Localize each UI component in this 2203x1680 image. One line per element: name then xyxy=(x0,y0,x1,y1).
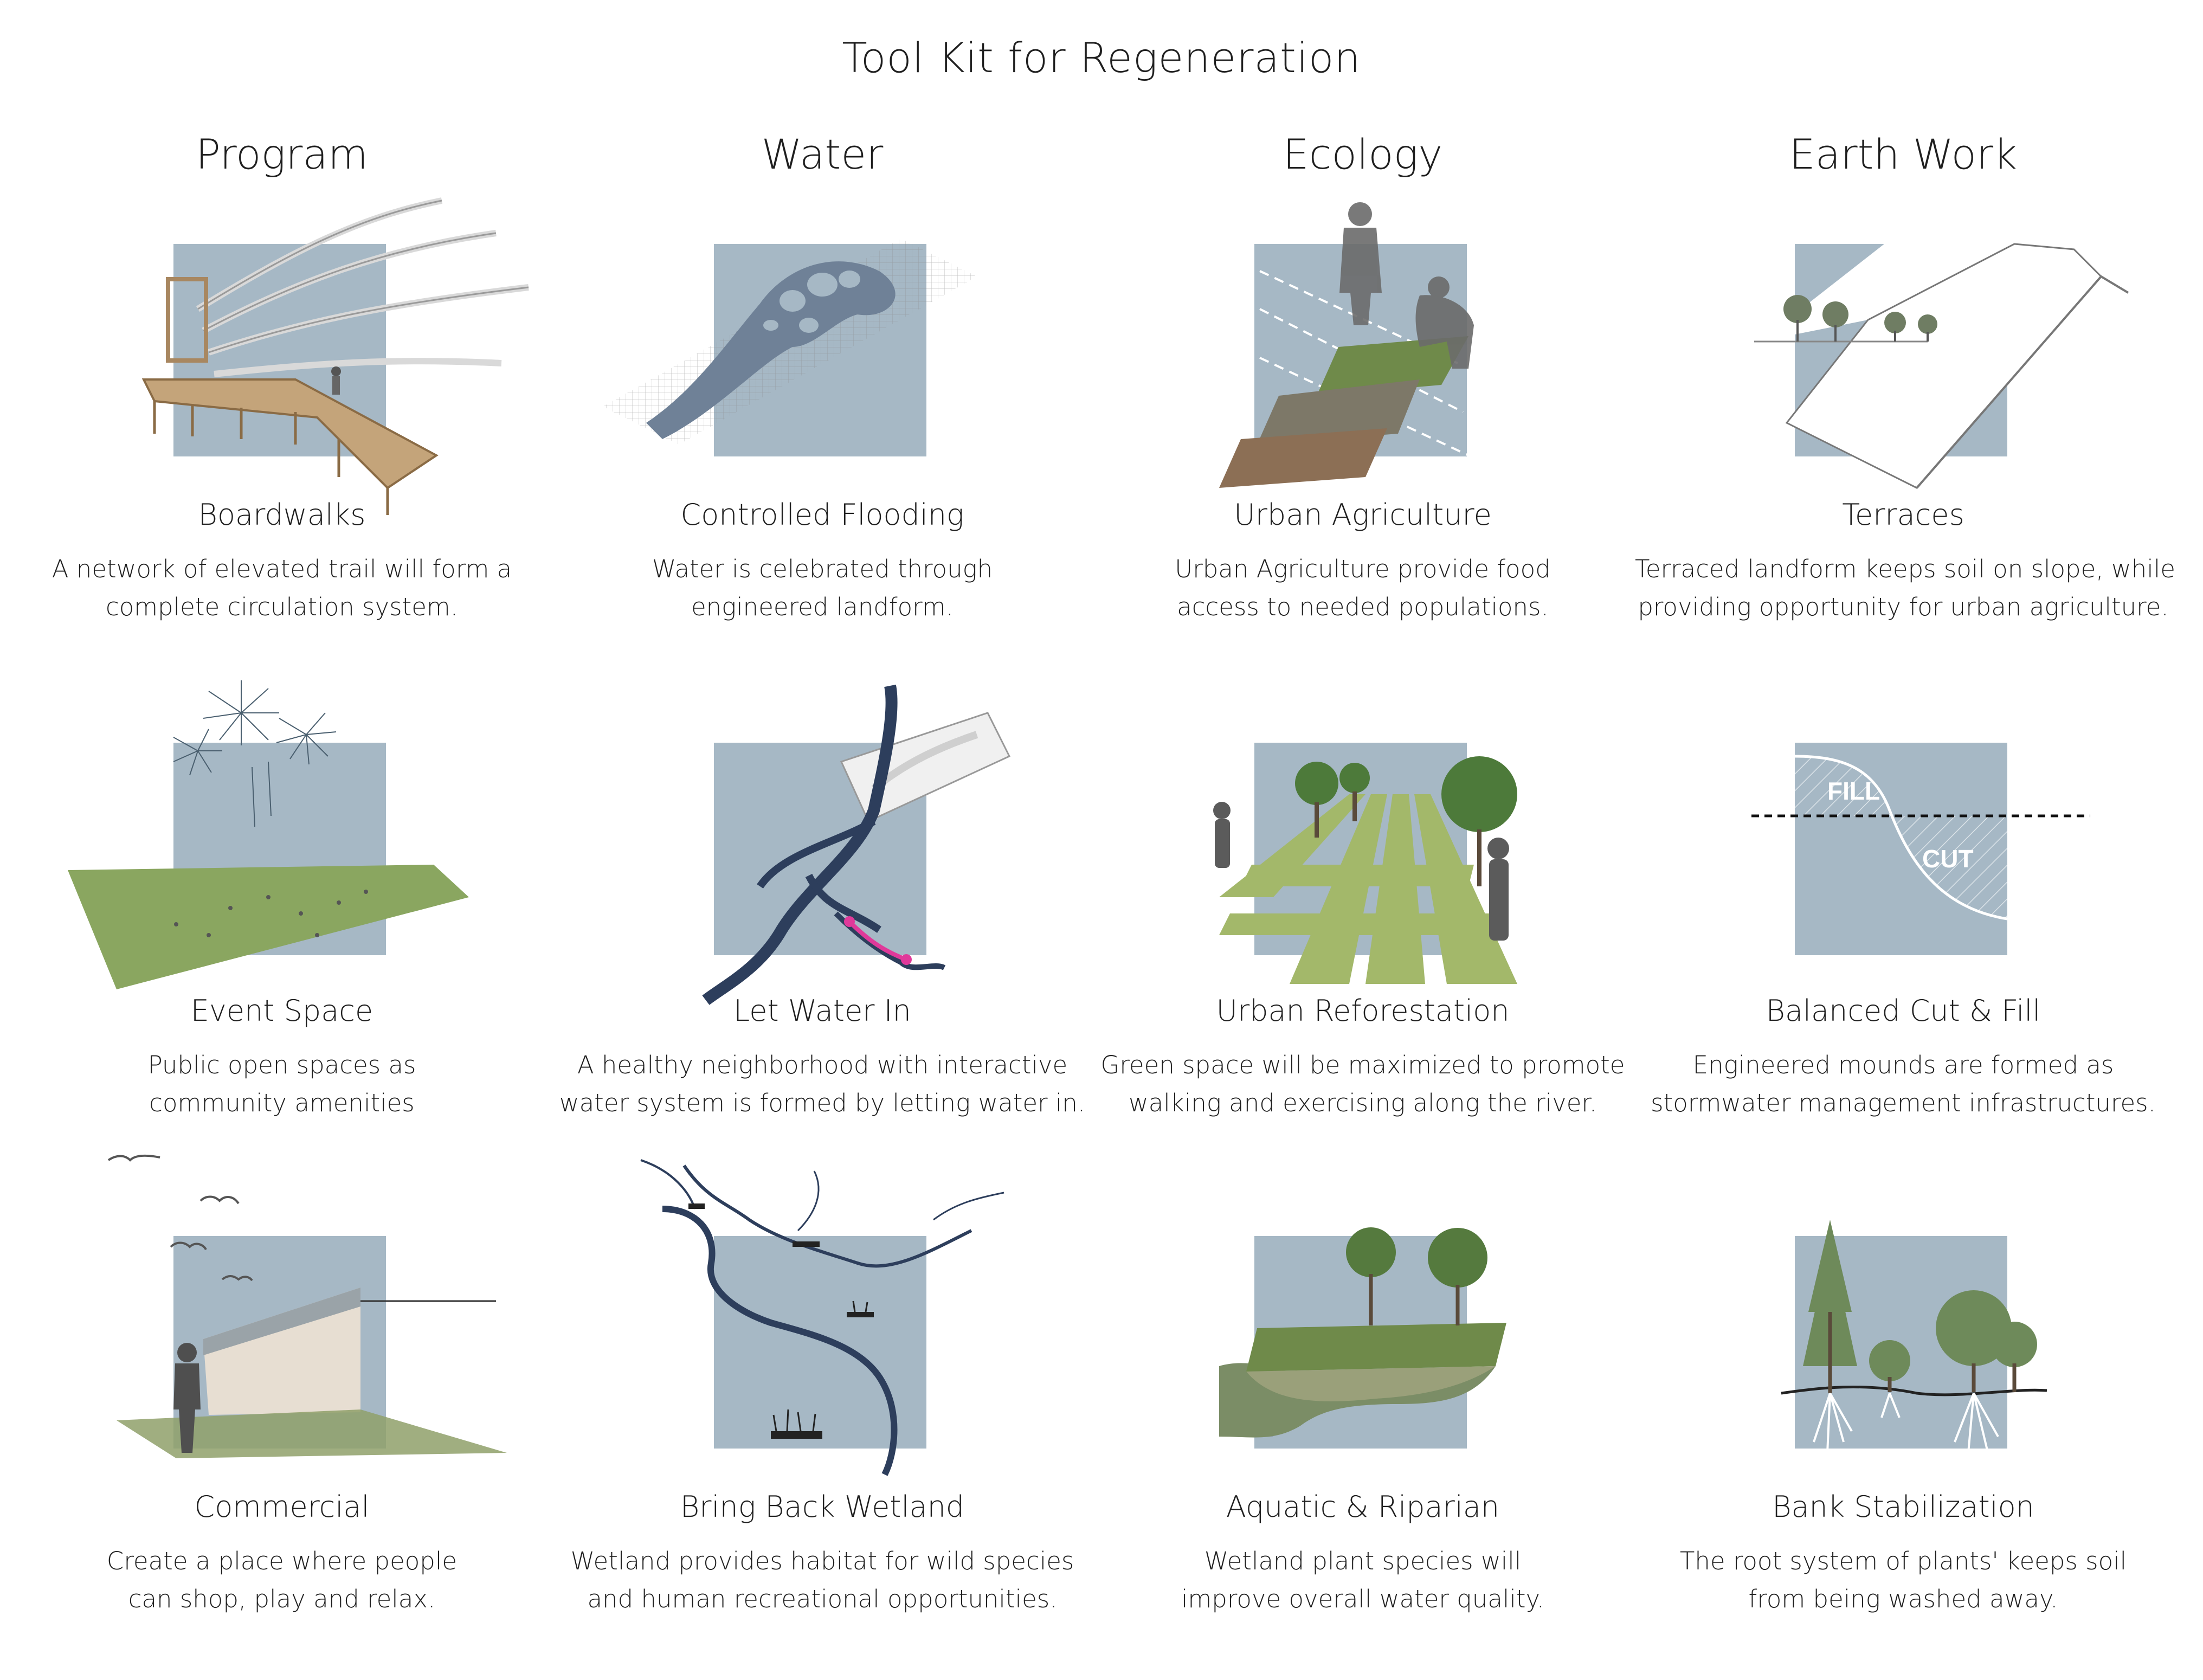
item-description: The root system of plants' keeps soil fr… xyxy=(1635,1542,2172,1618)
description-line: Water is celebrated through xyxy=(652,555,993,583)
farming-layers-icon xyxy=(1094,184,1631,520)
description-line: A healthy neighborhood with interactive xyxy=(577,1051,1068,1079)
description-line: Wetland provides habitat for wild specie… xyxy=(570,1547,1074,1575)
toolkit-item-commercial: Commercial Create a place where people c… xyxy=(14,1149,550,1637)
item-title: Terraces xyxy=(1842,498,1964,532)
toolkit-item-aquatic-riparian: Aquatic & Riparian Wetland plant species… xyxy=(1094,1149,1631,1637)
toolkit-item-bring-back-wetland: Bring Back Wetland Wetland provides habi… xyxy=(554,1149,1091,1637)
item-title: Commercial xyxy=(194,1490,370,1524)
item-description: A healthy neighborhood with interactive … xyxy=(554,1046,1091,1122)
terrace-section-icon xyxy=(1635,184,2172,520)
toolkit-item-urban-reforestation: Urban Reforestation Green space will be … xyxy=(1094,680,1631,1168)
item-description: Wetland plant species will improve overa… xyxy=(1094,1542,1631,1618)
tree-paths-icon xyxy=(1094,680,1631,1016)
item-description: A network of elevated trail will form a … xyxy=(14,550,550,626)
riparian-slab-icon xyxy=(1094,1149,1631,1485)
boardwalk-icon xyxy=(14,184,550,520)
item-description: Water is celebrated through engineered l… xyxy=(554,550,1091,626)
item-description: Urban Agriculture provide food access to… xyxy=(1094,550,1631,626)
item-title: Controlled Flooding xyxy=(680,498,964,532)
description-line: access to needed populations. xyxy=(1177,593,1549,621)
column-heading-ecology: Ecology xyxy=(1283,130,1443,178)
item-description: Public open spaces as community amenitie… xyxy=(14,1046,550,1122)
description-line: from being washed away. xyxy=(1748,1585,2058,1613)
description-line: water system is formed by letting water … xyxy=(559,1089,1086,1117)
column-heading-program: Program xyxy=(195,130,369,178)
description-line: stormwater management infrastructures. xyxy=(1651,1089,2156,1117)
tree-roots-icon xyxy=(1635,1149,2172,1485)
description-line: improve overall water quality. xyxy=(1181,1585,1545,1613)
fireworks-lawn-icon xyxy=(14,680,550,1016)
description-line: Green space will be maximized to promote xyxy=(1100,1051,1625,1079)
item-title: Bring Back Wetland xyxy=(680,1490,965,1524)
item-title: Event Space xyxy=(190,994,373,1028)
description-line: The root system of plants' keeps soil xyxy=(1679,1547,2127,1575)
column-heading-water: Water xyxy=(761,130,884,178)
item-title: Balanced Cut & Fill xyxy=(1766,994,2041,1028)
description-line: A network of elevated trail will form a xyxy=(51,555,512,583)
toolkit-item-urban-agriculture: Urban Agriculture Urban Agriculture prov… xyxy=(1094,184,1631,672)
description-line: Terraced landform keeps soil on slope, w… xyxy=(1635,555,2175,583)
description-line: complete circulation system. xyxy=(105,593,459,621)
item-title: Bank Stabilization xyxy=(1772,1490,2034,1524)
item-description: Engineered mounds are formed as stormwat… xyxy=(1635,1046,2172,1122)
item-description: Terraced landform keeps soil on slope, w… xyxy=(1635,550,2175,626)
cut-label: CUT xyxy=(1922,845,1974,873)
description-line: Engineered mounds are formed as xyxy=(1692,1051,2114,1079)
description-line: Wetland plant species will xyxy=(1204,1547,1522,1575)
description-line: walking and exercising along the river. xyxy=(1128,1089,1598,1117)
toolkit-item-event-space: Event Space Public open spaces as commun… xyxy=(14,680,550,1168)
description-line: Public open spaces as xyxy=(147,1051,416,1079)
column-heading-earth-work: Earth Work xyxy=(1789,130,2018,178)
wetland-river-icon xyxy=(554,1149,1091,1485)
description-line: Create a place where people xyxy=(106,1547,458,1575)
item-title: Urban Reforestation xyxy=(1216,994,1510,1028)
description-line: Urban Agriculture provide food xyxy=(1175,555,1551,583)
toolkit-item-let-water-in: Let Water In A healthy neighborhood with… xyxy=(554,680,1091,1168)
description-line: providing opportunity for urban agricult… xyxy=(1638,593,2169,621)
toolkit-item-balanced-cut-fill: FILL CUT Balanced Cut & Fill Engineered … xyxy=(1635,680,2172,1168)
flood-grid-icon xyxy=(554,184,1091,520)
toolkit-item-terraces: Terraces Terraced landform keeps soil on… xyxy=(1635,184,2175,672)
description-line: engineered landform. xyxy=(691,593,954,621)
description-line: community amenities xyxy=(149,1089,415,1117)
fill-label: FILL xyxy=(1827,777,1880,805)
market-hall-icon xyxy=(14,1149,550,1485)
item-title: Let Water In xyxy=(733,994,911,1028)
toolkit-item-bank-stabilization: Bank Stabilization The root system of pl… xyxy=(1635,1149,2172,1637)
cut-fill-icon: FILL CUT xyxy=(1635,680,2172,1016)
river-network-icon xyxy=(554,680,1091,1016)
toolkit-item-boardwalks: Boardwalks A network of elevated trail w… xyxy=(14,184,550,672)
item-description: Create a place where people can shop, pl… xyxy=(14,1542,550,1618)
description-line: can shop, play and relax. xyxy=(128,1585,436,1613)
description-line: and human recreational opportunities. xyxy=(587,1585,1058,1613)
item-description: Green space will be maximized to promote… xyxy=(1094,1046,1631,1122)
toolkit-item-controlled-flooding: Controlled Flooding Water is celebrated … xyxy=(554,184,1091,672)
item-title: Aquatic & Riparian xyxy=(1226,1490,1500,1524)
page-title: Tool Kit for Regeneration xyxy=(842,34,1361,82)
item-title: Boardwalks xyxy=(198,498,366,532)
item-title: Urban Agriculture xyxy=(1234,498,1492,532)
item-description: Wetland provides habitat for wild specie… xyxy=(554,1542,1091,1618)
